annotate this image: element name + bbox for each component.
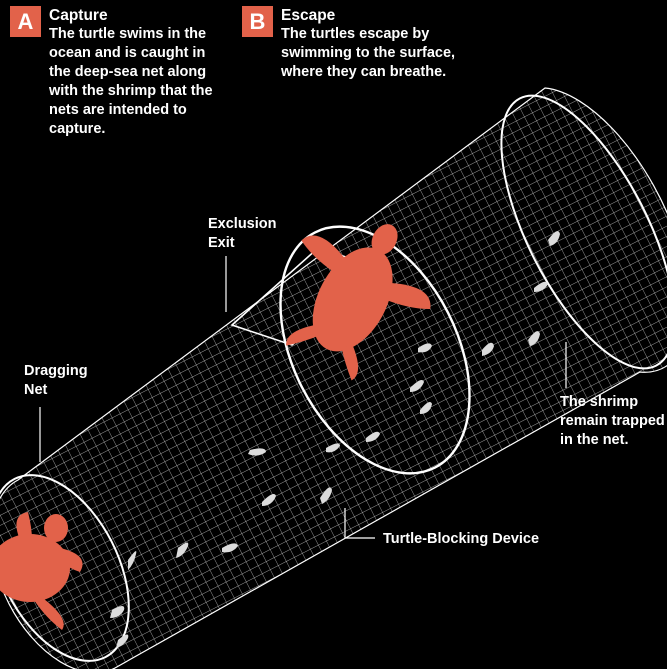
label-shrimp-trapped: The shrimp remain trapped in the net. <box>560 393 667 450</box>
step-escape-description: The turtles escape by swimming to the su… <box>281 25 462 82</box>
step-escape: B Escape The turtles escape by swimming … <box>242 6 462 82</box>
step-capture-title: Capture <box>49 6 225 25</box>
step-badge-b: B <box>242 6 273 37</box>
step-capture-text: Capture The turtle swims in the ocean an… <box>49 6 225 139</box>
label-dragging-net: Dragging Net <box>24 362 88 400</box>
step-capture: A Capture The turtle swims in the ocean … <box>10 6 225 139</box>
step-escape-text: Escape The turtles escape by swimming to… <box>281 6 462 82</box>
step-escape-title: Escape <box>281 6 462 25</box>
label-exclusion-exit: Exclusion Exit <box>208 215 277 253</box>
step-badge-a: A <box>10 6 41 37</box>
step-capture-description: The turtle swims in the ocean and is cau… <box>49 25 225 139</box>
net-mesh <box>0 88 667 669</box>
label-turtle-blocking-device: Turtle-Blocking Device <box>383 530 539 549</box>
